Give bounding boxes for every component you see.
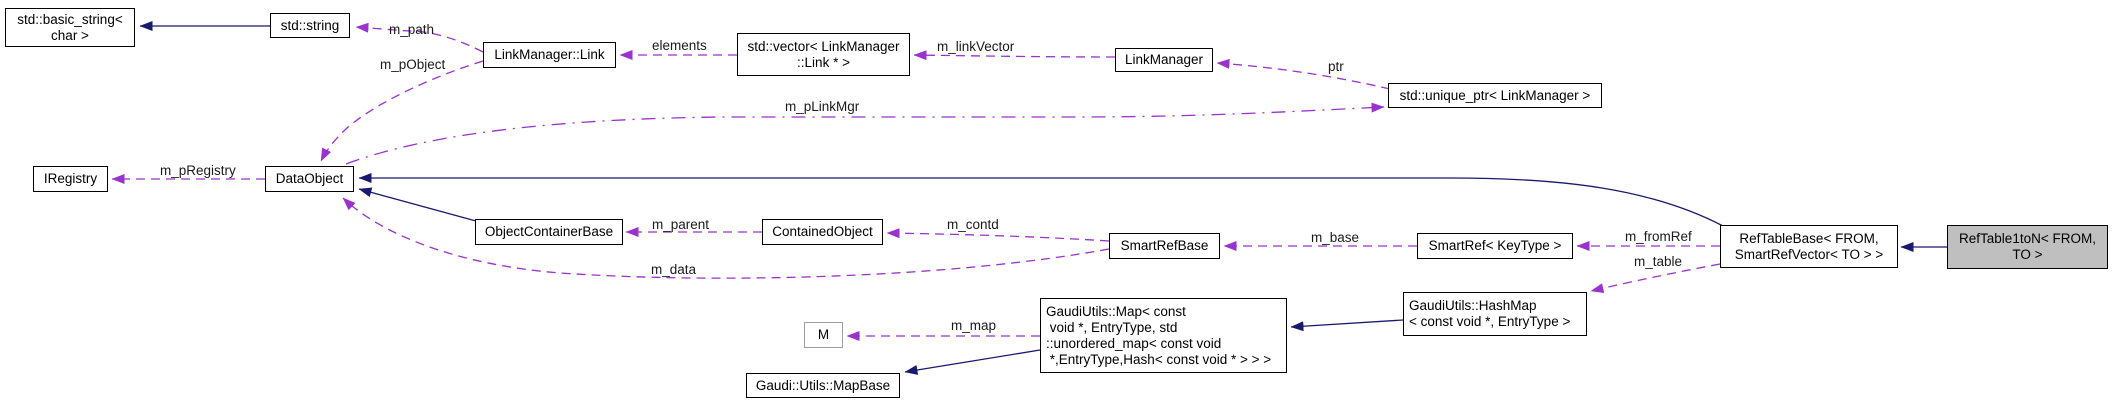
edge-label-m-path: m_path <box>389 22 435 37</box>
edge-usage-m-pobject <box>320 60 484 162</box>
edge-label-ptr: ptr <box>1328 59 1344 74</box>
node-gaudiutils-map[interactable]: GaudiUtils::Map< const void *, EntryType… <box>1040 298 1287 373</box>
node-reftable1ton-selected[interactable]: RefTable1toN< FROM, TO > <box>1947 225 2108 269</box>
edge-usage-m-linkvector <box>913 50 1116 61</box>
edge-label-m-parent: m_parent <box>652 217 710 232</box>
edge-usage-m-plinkmgr <box>345 102 1385 165</box>
edge-usage-m-contd <box>886 228 1110 242</box>
edge-inherit-objectcontainerbase-dataobject <box>358 187 477 222</box>
node-gaudi-utils-mapbase[interactable]: Gaudi::Utils::MapBase <box>746 373 900 398</box>
edge-label-elements: elements <box>652 38 707 53</box>
edge-label-m-plinkmgr: m_pLinkMgr <box>785 99 860 114</box>
node-objectcontainerbase[interactable]: ObjectContainerBase <box>475 219 623 245</box>
edge-label-m-fromref: m_fromRef <box>1625 229 1692 244</box>
node-template-param-m[interactable]: M <box>804 322 843 348</box>
node-std-unique-ptr[interactable]: std::unique_ptr< LinkManager > <box>1388 83 1602 108</box>
edge-usage-m-data <box>342 197 1110 279</box>
node-std-string[interactable]: std::string <box>270 13 350 38</box>
node-linkmanager[interactable]: LinkManager <box>1115 48 1213 72</box>
node-iregistry[interactable]: IRegistry <box>33 166 108 192</box>
node-reftablebase[interactable]: RefTableBase< FROM, SmartRefVector< TO >… <box>1720 225 1898 268</box>
edge-inherit-hashmap-gaudimap <box>1290 319 1404 332</box>
edge-label-m-pobject: m_pObject <box>380 57 446 72</box>
edge-label-m-pregistry: m_pRegistry <box>160 163 236 178</box>
node-linkmanager-link[interactable]: LinkManager::Link <box>483 42 616 68</box>
edge-usage-ptr <box>1216 58 1391 90</box>
edge-label-m-contd: m_contd <box>947 217 999 232</box>
node-std-basic-string[interactable]: std::basic_string< char > <box>5 8 135 47</box>
edge-label-m-map: m_map <box>951 318 997 333</box>
edge-label-m-linkvector: m_linkVector <box>937 39 1015 54</box>
node-smartrefbase[interactable]: SmartRefBase <box>1109 233 1220 259</box>
node-containedobject[interactable]: ContainedObject <box>762 219 883 245</box>
node-dataobject[interactable]: DataObject <box>265 166 354 192</box>
edge-label-m-table: m_table <box>1634 254 1683 269</box>
edge-usage-m-table <box>1590 263 1721 294</box>
edge-inherit-reftablebase-dataobject <box>358 173 1724 227</box>
edge-label-m-data: m_data <box>651 262 697 277</box>
node-smartref-keytype[interactable]: SmartRef< KeyType > <box>1417 233 1573 259</box>
edge-usage-m-path <box>355 22 484 53</box>
edge-inherit-gaudimap-mapbase <box>904 349 1041 375</box>
node-gaudiutils-hashmap[interactable]: GaudiUtils::HashMap < const void *, Entr… <box>1403 292 1587 336</box>
node-std-vector-link[interactable]: std::vector< LinkManager ::Link * > <box>737 33 910 76</box>
edge-label-m-base: m_base <box>1311 230 1360 245</box>
